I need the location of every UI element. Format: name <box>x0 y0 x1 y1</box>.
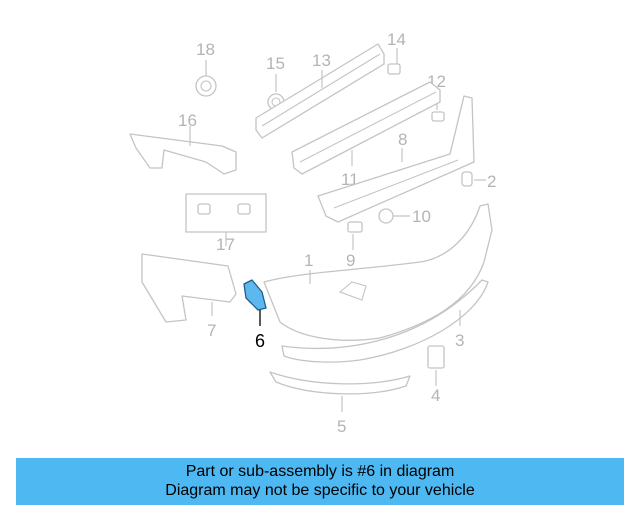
part-6-bracket-highlighted <box>243 279 267 326</box>
part-11-reinforcement <box>291 81 441 175</box>
parts-diagram: 18 15 13 14 12 11 16 8 <box>129 30 496 436</box>
part-7-bracket <box>141 253 237 323</box>
part-8-absorber <box>317 95 475 223</box>
caption-banner: Part or sub-assembly is #6 in diagram Di… <box>16 458 624 505</box>
part-9-bolt <box>347 221 363 250</box>
part-2-clip <box>461 171 486 187</box>
callout-14: 14 <box>387 30 406 49</box>
callout-1: 1 <box>304 251 313 270</box>
callout-3: 3 <box>455 331 464 350</box>
caption-line-2: Diagram may not be specific to your vehi… <box>165 482 475 499</box>
part-18-clip <box>195 60 217 97</box>
callout-15: 15 <box>266 54 285 73</box>
part-10-nut <box>378 208 410 224</box>
part-16-bracket <box>129 126 237 175</box>
callout-8: 8 <box>398 130 407 149</box>
callout-7: 7 <box>207 321 216 340</box>
part-14-bolt <box>387 48 401 75</box>
part-5-molding <box>269 371 411 412</box>
callout-6: 6 <box>255 331 265 351</box>
callout-2: 2 <box>487 172 496 191</box>
part-17-bolt-kit <box>185 193 267 246</box>
callout-10: 10 <box>412 207 431 226</box>
callout-5: 5 <box>337 417 346 436</box>
callout-17: 17 <box>216 235 235 254</box>
part-13-bar <box>255 43 385 139</box>
callout-16: 16 <box>178 111 197 130</box>
callout-13: 13 <box>312 51 331 70</box>
part-1-bumper-cover <box>263 203 493 341</box>
callout-18: 18 <box>196 40 215 59</box>
callout-4: 4 <box>431 386 440 405</box>
callout-9: 9 <box>346 251 355 270</box>
part-4-cap <box>427 345 445 386</box>
caption-line-1: Part or sub-assembly is #6 in diagram <box>185 463 455 480</box>
part-3-valance <box>281 279 489 363</box>
